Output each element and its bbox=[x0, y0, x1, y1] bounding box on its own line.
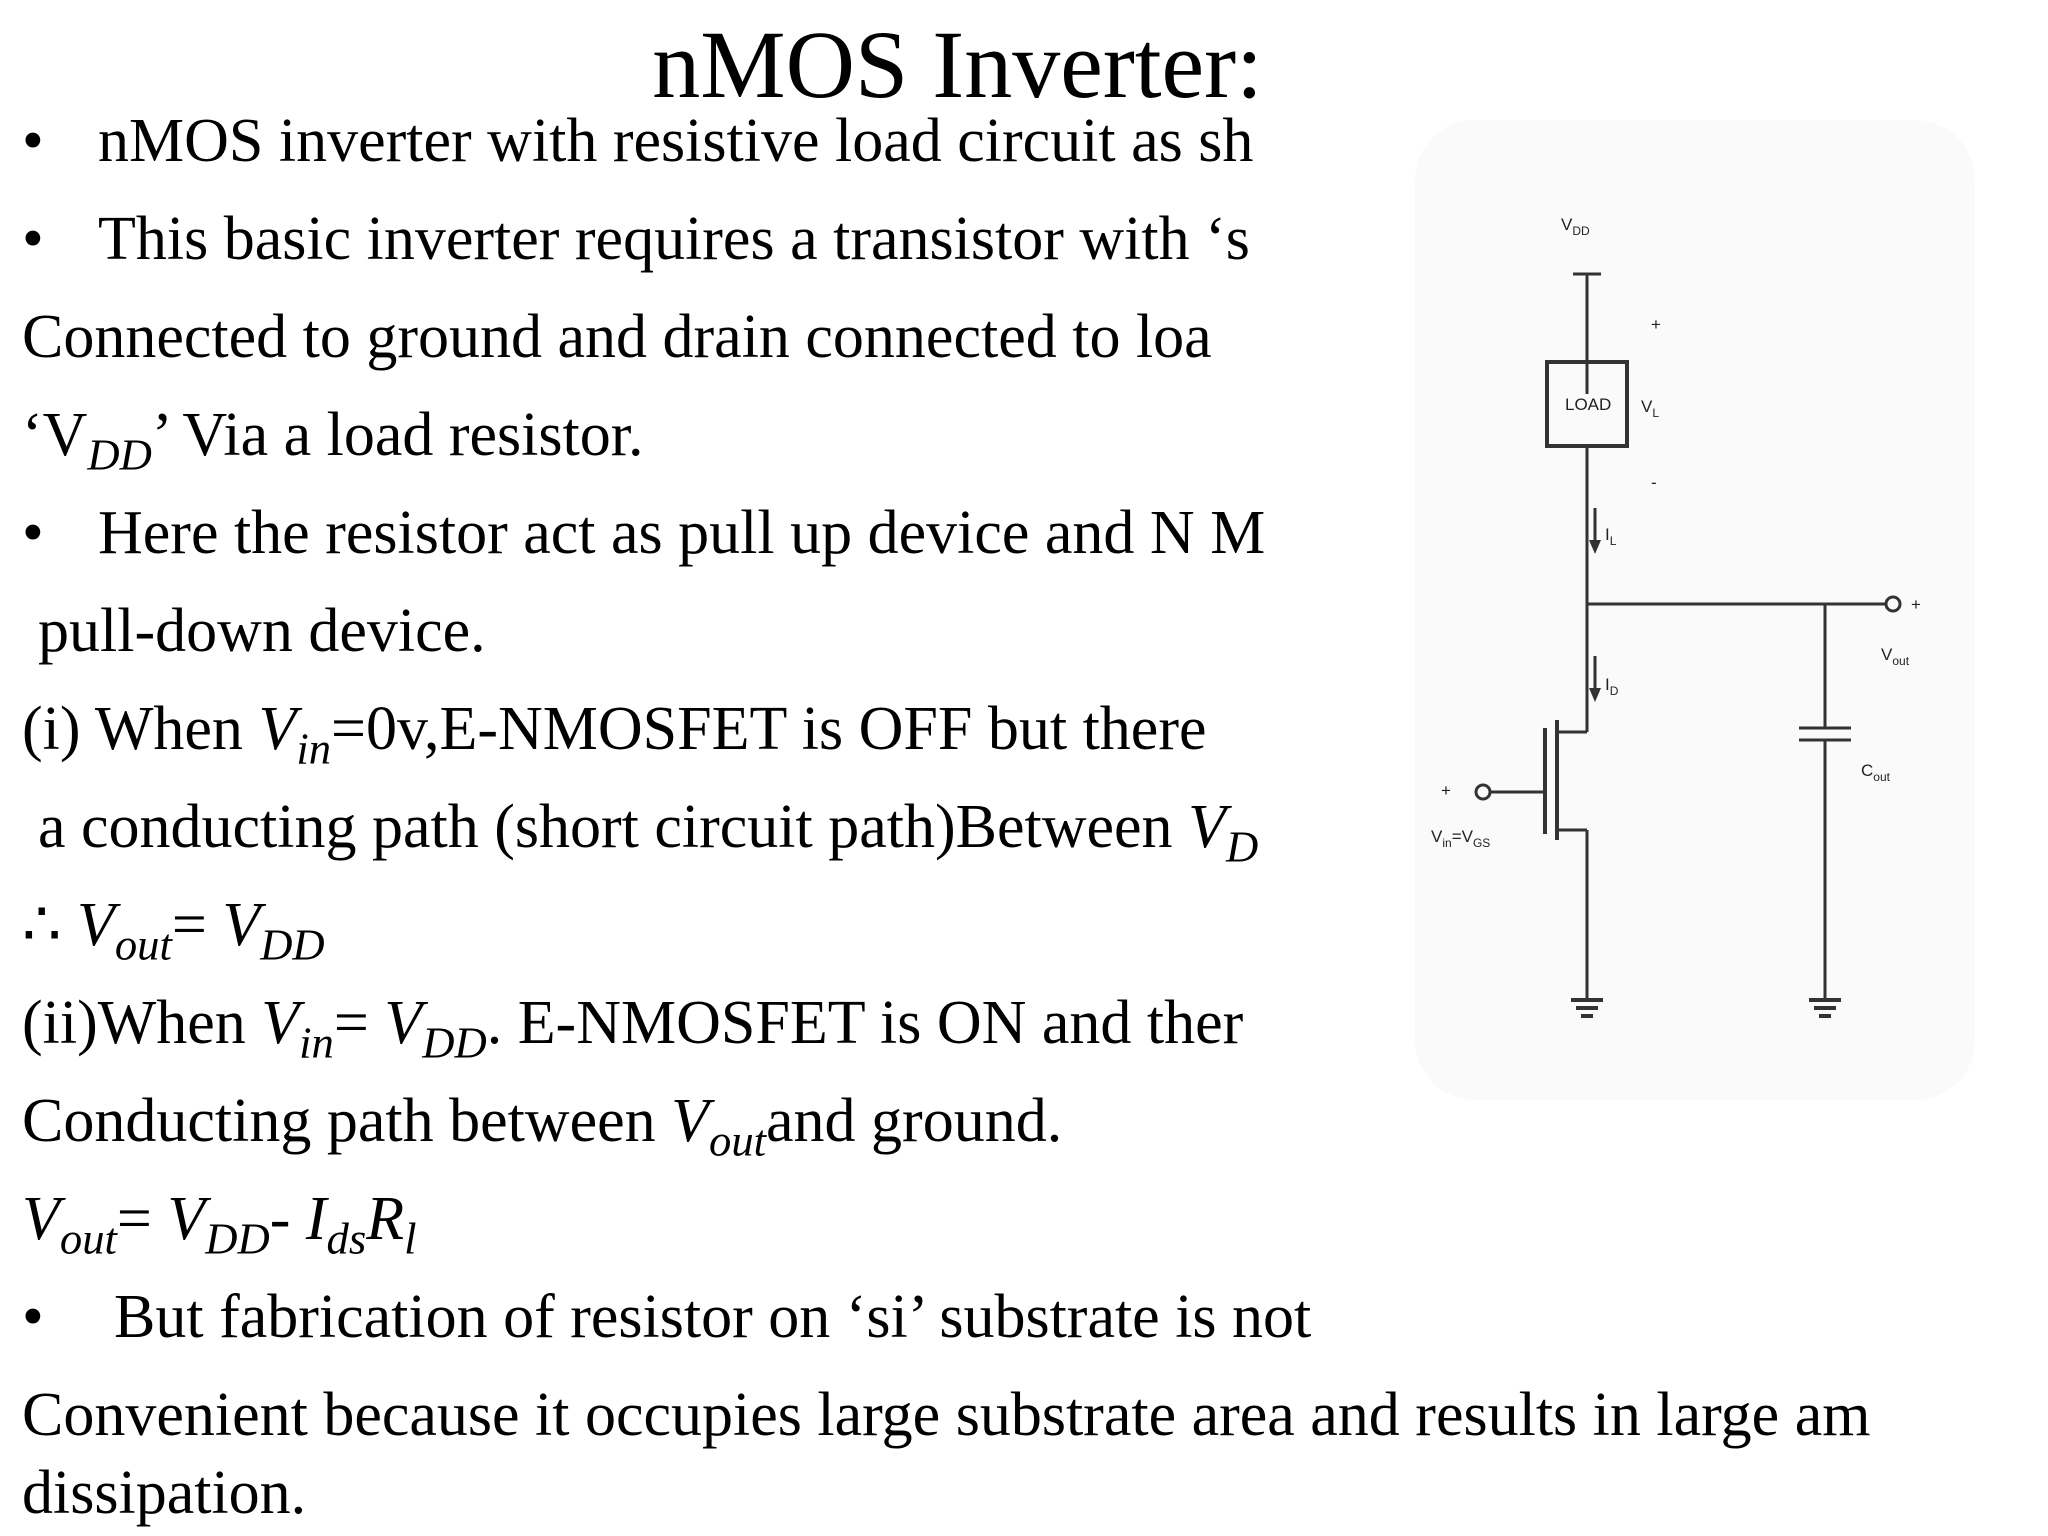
var: R bbox=[366, 1185, 405, 1253]
plus-sign: + bbox=[1651, 315, 1661, 334]
var: I bbox=[305, 1185, 327, 1253]
subscript: ds bbox=[326, 1213, 367, 1256]
text: nMOS inverter with resistive load circui… bbox=[98, 107, 1254, 175]
text-line-6: pull-down device. bbox=[38, 597, 486, 665]
text: =0v,E-NMOSFET is OFF but there bbox=[331, 695, 1207, 763]
subscript: l bbox=[404, 1213, 417, 1256]
subscript: in bbox=[296, 723, 332, 766]
math-v-out: Vout bbox=[671, 1087, 767, 1158]
equation-line-9: ∴ Vout= VDD bbox=[22, 888, 325, 962]
text-line-15: dissipation. bbox=[22, 1459, 307, 1527]
vout-plus: + bbox=[1911, 595, 1921, 614]
math-v-dd: VDD bbox=[384, 989, 487, 1060]
equation-line-12: Vout= VDD- IdsRl bbox=[22, 1182, 417, 1256]
output-terminal bbox=[1884, 595, 1902, 613]
subscript: DD bbox=[260, 919, 325, 962]
ground-symbols bbox=[1571, 998, 1841, 1018]
subscript: in bbox=[299, 1017, 334, 1060]
therefore-symbol: ∴ bbox=[22, 891, 77, 959]
subscript: D bbox=[1225, 821, 1259, 864]
text-line-14: Convenient because it occupies large sub… bbox=[22, 1381, 1871, 1449]
input-terminal bbox=[1474, 783, 1492, 801]
text: and ground. bbox=[766, 1087, 1063, 1155]
text-line-8: a conducting path (short circuit path)Be… bbox=[38, 790, 1384, 864]
text: (ii)When bbox=[22, 989, 262, 1057]
text: (i) When bbox=[22, 695, 259, 763]
math-i-ds: Ids bbox=[305, 1185, 367, 1256]
text: Here the resistor act as pull up device … bbox=[98, 499, 1266, 567]
subscript: out bbox=[59, 1213, 117, 1256]
subscript: DD bbox=[205, 1213, 270, 1256]
var: V bbox=[22, 1185, 60, 1253]
math-r-l: Rl bbox=[366, 1185, 417, 1256]
var: V bbox=[1188, 793, 1226, 861]
math-v-out: Vout bbox=[76, 891, 172, 962]
equals: = bbox=[171, 891, 223, 959]
bullet-marker: • bbox=[22, 1283, 44, 1351]
bullet-marker: • bbox=[22, 205, 44, 273]
slide-title: nMOS Inverter: bbox=[652, 11, 1263, 118]
text: But fabrication of resistor on ‘si’ subs… bbox=[114, 1283, 1312, 1351]
subscript: out bbox=[709, 1115, 767, 1158]
text: This basic inverter requires a transisto… bbox=[98, 205, 1250, 273]
var: V bbox=[167, 1185, 206, 1253]
var: V bbox=[261, 989, 300, 1057]
bullet-line-1: • nMOS inverter with resistive load circu… bbox=[22, 104, 1384, 178]
bullet-line-13: • But fabrication of resistor on ‘si’ sub… bbox=[22, 1280, 1311, 1354]
text-line-3: Connected to ground and drain connected … bbox=[22, 303, 1212, 371]
var: V bbox=[258, 695, 297, 763]
math-v-d: VD bbox=[1188, 793, 1259, 864]
var: V bbox=[76, 891, 115, 959]
var: V bbox=[384, 989, 423, 1057]
circuit-diagram: VDD LOAD VL + - IL ID + Vout Cout + Vin=… bbox=[1415, 120, 1975, 1100]
vout-label: Vout bbox=[1881, 645, 1910, 668]
var: V bbox=[671, 1087, 709, 1155]
math-v-in: Vin bbox=[258, 695, 332, 766]
text: . E-NMOSFET is ON and ther bbox=[486, 989, 1244, 1057]
minus: - bbox=[269, 1185, 306, 1253]
text: a conducting path (short circuit path)Be… bbox=[38, 793, 1189, 861]
text-line-11: Conducting path between Voutand ground. bbox=[22, 1084, 1062, 1158]
text: ’ Via a load resistor. bbox=[151, 401, 644, 469]
math-v-dd: VDD bbox=[167, 1185, 270, 1256]
minus-sign: - bbox=[1651, 473, 1657, 492]
load-label: LOAD bbox=[1565, 395, 1611, 414]
id-label: ID bbox=[1605, 675, 1619, 698]
circuit-schematic: VDD LOAD VL + - IL ID + Vout Cout + Vin=… bbox=[1431, 215, 1921, 1018]
bullet-marker: • bbox=[22, 499, 44, 567]
math-v-in: Vin bbox=[261, 989, 334, 1060]
bullet-marker: • bbox=[22, 107, 44, 175]
equals: = bbox=[333, 989, 385, 1057]
bullet-line-5: • Here the resistor act as pull up device… bbox=[22, 496, 1384, 570]
var: V bbox=[222, 891, 261, 959]
current-arrows bbox=[1589, 508, 1601, 702]
subscript: DD bbox=[87, 429, 152, 472]
vin-plus: + bbox=[1441, 781, 1451, 800]
text: Conducting path between bbox=[22, 1087, 672, 1155]
text-line-4: ‘VDD’ Via a load resistor. bbox=[22, 398, 1384, 472]
math-v-out: Vout bbox=[22, 1185, 117, 1256]
cout-label: Cout bbox=[1861, 761, 1891, 784]
math-v-dd: VDD bbox=[222, 891, 325, 962]
equals: = bbox=[116, 1185, 168, 1253]
subscript: out bbox=[114, 919, 172, 962]
il-label: IL bbox=[1605, 525, 1617, 548]
vl-label: VL bbox=[1641, 397, 1659, 420]
text-line-10: (ii)When Vin= VDD. E-NMOSFET is ON and t… bbox=[22, 986, 1384, 1060]
text: ‘V bbox=[22, 401, 88, 469]
text-line-7: (i) When Vin=0v,E-NMOSFET is OFF but the… bbox=[22, 692, 1384, 766]
vdd-label: VDD bbox=[1561, 215, 1590, 238]
subscript: DD bbox=[422, 1017, 487, 1060]
vin-label: Vin=VGS bbox=[1431, 827, 1490, 850]
bullet-line-2: • This basic inverter requires a transist… bbox=[22, 202, 1384, 276]
